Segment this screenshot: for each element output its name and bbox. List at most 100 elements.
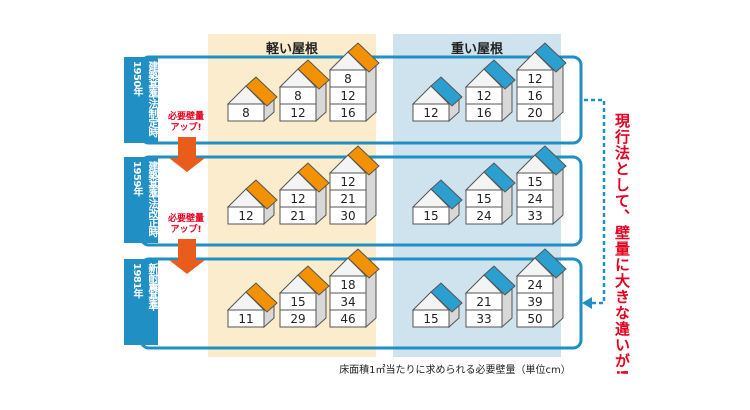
wall-value: 24: [527, 278, 542, 292]
wall-value: 21: [476, 295, 491, 309]
house-roof: [534, 42, 567, 73]
floor-box: [516, 309, 554, 328]
floor-box: [516, 206, 554, 225]
caption: 床面積1㎡当たりに求められる必要壁量（単位cm）: [339, 365, 571, 376]
note-line: アップ!: [170, 123, 202, 133]
era-year: 1981年: [131, 263, 142, 299]
wall-value: 12: [340, 175, 355, 189]
wall-value: 12: [290, 106, 305, 120]
house-roof: [483, 265, 516, 296]
wall-value: 21: [290, 209, 305, 223]
house-roof: [483, 59, 516, 90]
wall-value: 16: [527, 89, 542, 103]
wall-value: 12: [340, 89, 355, 103]
wall-value: 24: [527, 192, 542, 206]
house: 11: [226, 282, 278, 329]
wall-value: 33: [476, 312, 491, 326]
house-roof: [347, 145, 380, 176]
dashed-bracket: [584, 98, 606, 305]
floor-box: [465, 309, 503, 328]
wall-value: 18: [340, 278, 355, 292]
wall-value: 12: [527, 72, 542, 86]
wall-value: 39: [527, 295, 542, 309]
era-label: 建築基準法改正時: [146, 161, 157, 237]
down-arrow: [169, 137, 205, 172]
house-roof: [483, 162, 516, 193]
floor-box: [279, 309, 317, 328]
house-roof: [534, 248, 567, 279]
floor-box: [516, 103, 554, 122]
wall-value: 46: [340, 312, 355, 326]
wall-value: 11: [238, 312, 253, 326]
wall-value: 15: [423, 312, 438, 326]
house-roof: [430, 282, 463, 313]
wall-value: 50: [527, 312, 542, 326]
era-tab-1950: 建築基準法制定時 1950年: [124, 57, 158, 143]
floor-box: [329, 309, 367, 328]
house: 15: [411, 179, 463, 226]
house-roof: [245, 76, 278, 107]
house: 15: [411, 282, 463, 329]
side-message: 現行法として、壁量に大きな違いが!: [613, 113, 631, 377]
wall-value: 12: [238, 209, 253, 223]
note-line: 必要壁量: [167, 112, 204, 122]
house-roof: [245, 179, 278, 210]
wall-value: 15: [527, 175, 542, 189]
floor-box: [329, 103, 367, 122]
note-line: アップ!: [170, 225, 202, 235]
wall-value: 12: [290, 192, 305, 206]
house: 24 39 50: [515, 248, 567, 329]
light-roof-header: 軽い屋根: [265, 42, 318, 57]
house-roof: [534, 145, 567, 176]
increase-note: 必要壁量 アップ!: [158, 112, 214, 134]
house-roof: [245, 282, 278, 313]
floor-box: [279, 103, 317, 122]
era-label: 新耐震基準: [146, 263, 157, 311]
house: 12: [411, 76, 463, 123]
wall-value: 34: [340, 295, 355, 309]
wall-value: 12: [423, 106, 438, 120]
house: 8 12 16: [328, 42, 380, 123]
wall-value: 29: [290, 312, 305, 326]
era-label: 建築基準法制定時: [146, 61, 157, 137]
wall-value: 16: [476, 106, 491, 120]
house-roof: [297, 265, 330, 296]
wall-value: 24: [476, 209, 491, 223]
wall-value: 12: [476, 89, 491, 103]
floor-box: [329, 206, 367, 225]
era-tab-1981: 新耐震基準 1981年: [124, 259, 158, 345]
house: 12: [226, 179, 278, 226]
wall-value: 21: [340, 192, 355, 206]
wall-value: 8: [242, 106, 250, 120]
wall-value: 20: [527, 106, 542, 120]
wall-value: 15: [290, 295, 305, 309]
house-roof: [297, 59, 330, 90]
era-year: 1959年: [131, 161, 142, 197]
increase-note: 必要壁量 アップ!: [158, 214, 214, 236]
house-roof: [430, 179, 463, 210]
wall-value: 8: [294, 89, 302, 103]
wall-value: 15: [476, 192, 491, 206]
heavy-roof-header: 重い屋根: [450, 42, 503, 57]
floor-box: [279, 206, 317, 225]
down-arrow: [169, 239, 205, 274]
note-line: 必要壁量: [167, 214, 204, 224]
house: 12 16 20: [515, 42, 567, 123]
house: 12 21 30: [328, 145, 380, 226]
wall-value: 8: [344, 72, 352, 86]
bracket-arrowhead: [582, 297, 592, 309]
house-roof: [347, 42, 380, 73]
era-year: 1950年: [131, 61, 142, 97]
house-roof: [347, 248, 380, 279]
floor-box: [465, 103, 503, 122]
wall-value: 16: [340, 106, 355, 120]
house-roof: [430, 76, 463, 107]
floor-box: [465, 206, 503, 225]
wall-value: 30: [340, 209, 355, 223]
house-roof: [297, 162, 330, 193]
